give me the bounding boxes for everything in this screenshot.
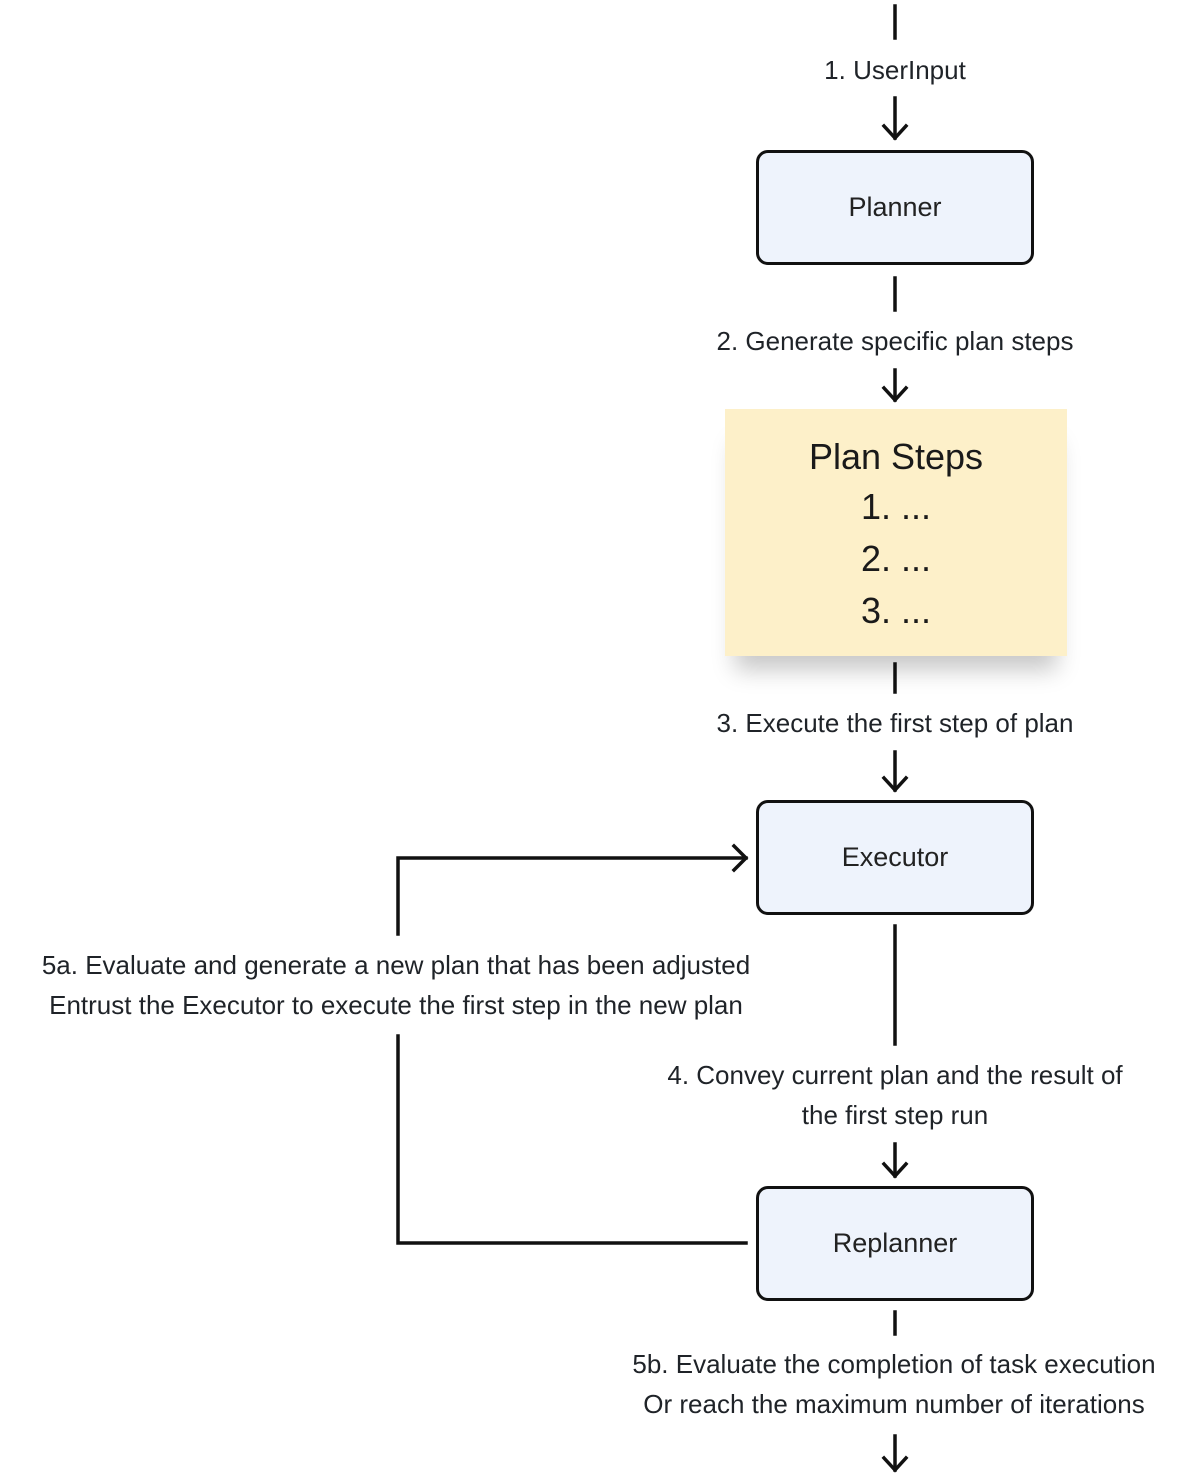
plan-steps-title: Plan Steps: [808, 436, 984, 477]
edge-replan-arrowhead: [731, 843, 749, 873]
executor-node[interactable]: Executor: [756, 800, 1034, 915]
replanner-node[interactable]: Replanner: [756, 1186, 1034, 1301]
edge-replan-loop-upper: [396, 856, 748, 936]
executor-label: Executor: [841, 842, 949, 872]
edge-label-generate-steps: 2. Generate specific plan steps: [665, 321, 1125, 361]
plan-step-item: 3. ...: [860, 590, 932, 631]
edge-finish-arrowhead: [881, 1455, 909, 1473]
edge-label-convey: 4. Convey current plan and the result of…: [605, 1055, 1185, 1135]
edge-label-replan: 5a. Evaluate and generate a new plan tha…: [0, 945, 792, 1025]
plan-step-item: 1. ...: [860, 486, 932, 527]
edge-execute-arrowhead: [881, 775, 909, 793]
replanner-label: Replanner: [832, 1228, 958, 1258]
edge-generate-arrowhead: [881, 385, 909, 403]
edge-input-arrowhead: [881, 123, 909, 141]
edge-label-user-input: 1. UserInput: [745, 50, 1045, 90]
planner-label: Planner: [848, 192, 942, 222]
planner-node[interactable]: Planner: [756, 150, 1034, 265]
plan-step-item: 2. ...: [860, 538, 932, 579]
edge-label-execute-first: 3. Execute the first step of plan: [665, 703, 1125, 743]
edge-replan-loop-lower: [396, 1034, 748, 1245]
edge-label-finish: 5b. Evaluate the completion of task exec…: [596, 1344, 1192, 1424]
plan-steps-note: Plan Steps 1. ... 2. ... 3. ...: [725, 409, 1067, 656]
edge-convey-arrowhead: [881, 1161, 909, 1179]
